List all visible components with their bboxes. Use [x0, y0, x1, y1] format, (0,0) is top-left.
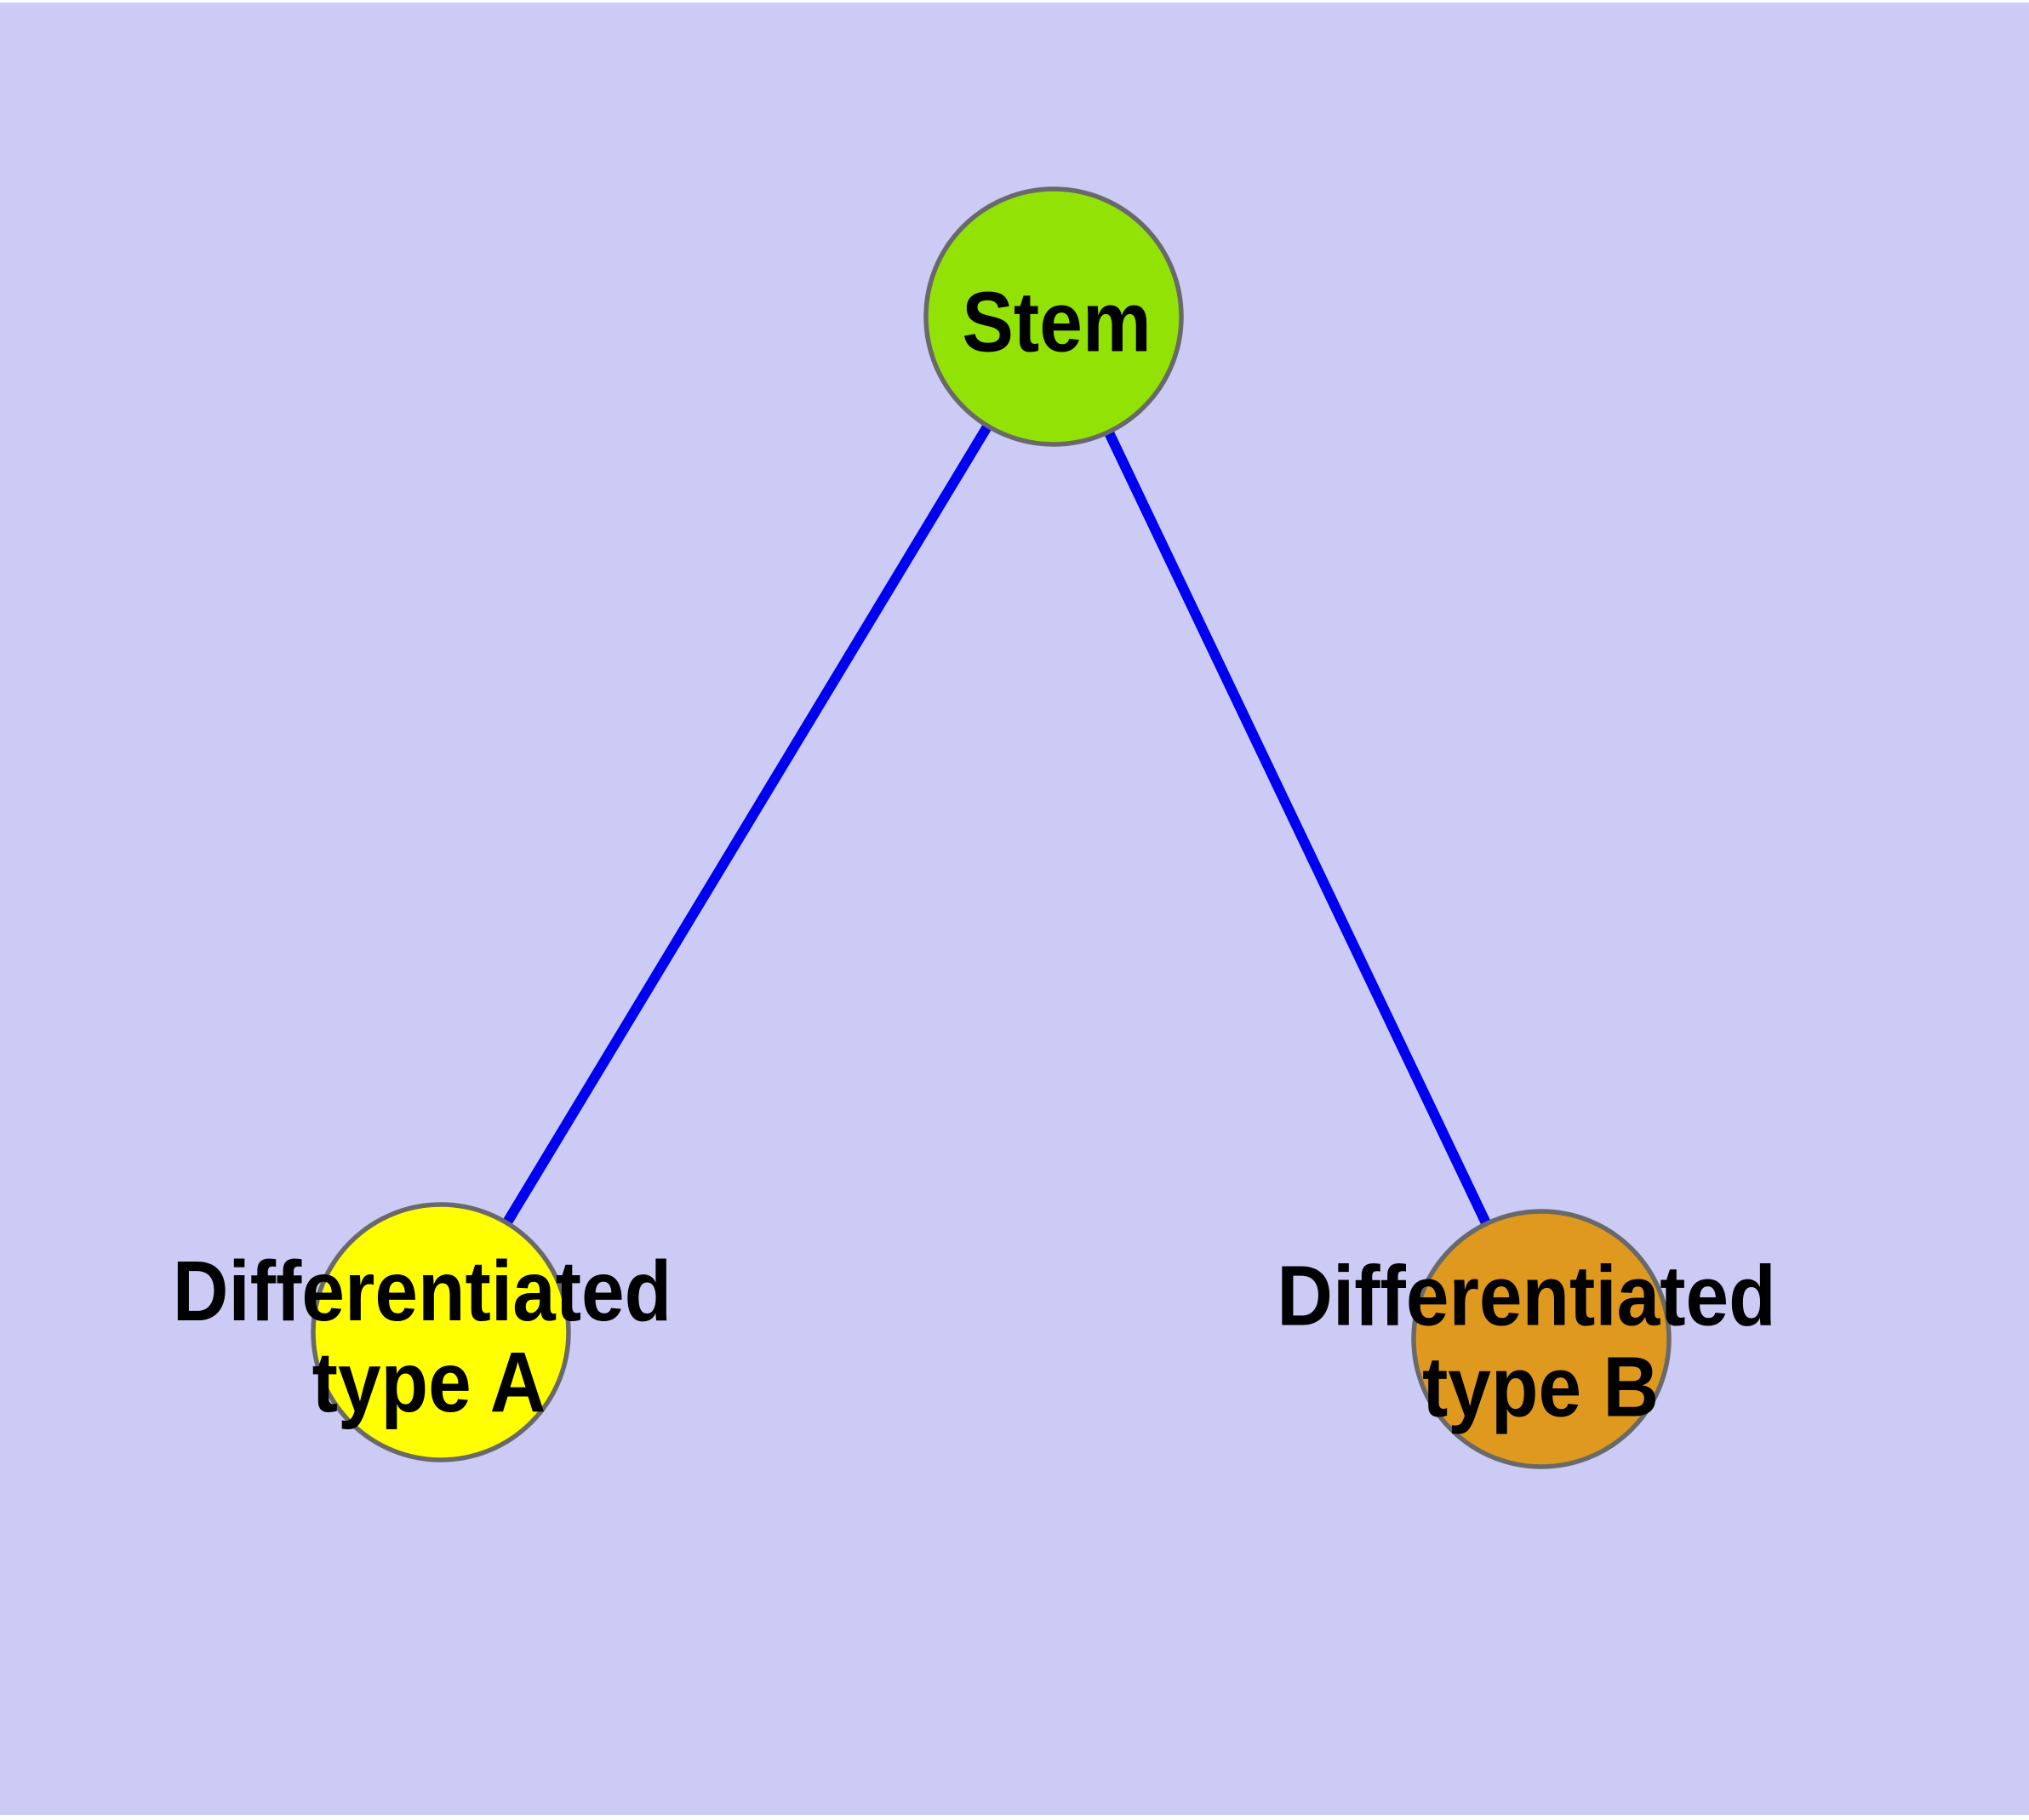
svg-text:Differentiated: Differentiated [1277, 1249, 1775, 1344]
svg-text:type B: type B [1422, 1340, 1659, 1435]
svg-text:Stem: Stem [962, 275, 1151, 370]
svg-text:Differentiated: Differentiated [173, 1244, 672, 1339]
svg-text:type A: type A [312, 1335, 546, 1430]
